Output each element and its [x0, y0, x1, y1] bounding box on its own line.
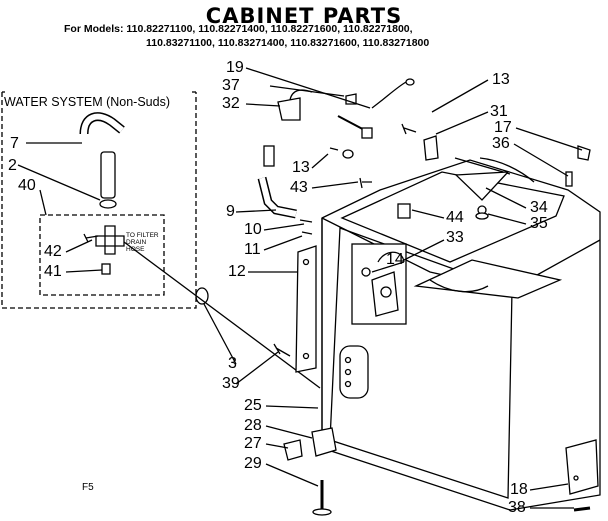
callout-29: 29 [244, 455, 262, 472]
callout-10: 10 [244, 221, 262, 238]
timer-block [371, 271, 399, 317]
switch-bracket [277, 97, 301, 121]
water-system-inset-frame [1, 92, 197, 309]
callout-37: 37 [222, 77, 240, 94]
callout-35: 35 [530, 215, 548, 232]
callout-18: 18 [510, 481, 528, 498]
suspension-bracket [454, 171, 510, 201]
callout-41: 41 [44, 263, 62, 280]
callout-2: 2 [8, 157, 17, 174]
callout-13-mid: 13 [292, 159, 310, 176]
callout-28: 28 [244, 417, 262, 434]
callout-9: 9 [226, 203, 235, 220]
side-bracket [295, 245, 317, 373]
valve-tee [95, 225, 125, 255]
diagram-title: CABINET PARTS [205, 4, 403, 28]
callout-33: 33 [446, 229, 464, 246]
inset-note: TO FILTER DRAIN HOSE [126, 232, 159, 253]
callout-44: 44 [446, 209, 464, 226]
callout-14: 14 [386, 251, 404, 268]
callout-12: 12 [228, 263, 246, 280]
rear-corner-bracket [565, 439, 599, 495]
cabinet-top-opening [340, 171, 565, 263]
callout-19: 19 [226, 59, 244, 76]
callout-27: 27 [244, 435, 262, 452]
model-list: For Models: 110.82271100, 110.82271400, … [64, 22, 534, 50]
callout-43: 43 [290, 179, 308, 196]
callout-34: 34 [530, 199, 548, 216]
model-list-line-2: 110.83271100, 110.83271400, 110.83271600… [146, 37, 430, 49]
lid-switch [423, 135, 439, 161]
wire-harness [371, 79, 413, 109]
callout-32: 32 [222, 95, 240, 112]
callout-11: 11 [244, 241, 261, 258]
hose-ring [195, 287, 209, 305]
model-list-line-1: For Models: 110.82271100, 110.82271400, … [64, 23, 413, 35]
callout-38: 38 [508, 499, 526, 516]
callout-39: 39 [222, 375, 240, 392]
footer-code: F5 [82, 482, 94, 493]
callout-31: 31 [490, 103, 508, 120]
valve-screw [83, 233, 99, 243]
screw-39 [273, 343, 291, 357]
callout-36: 36 [492, 135, 510, 152]
clip-44 [397, 203, 411, 219]
valve-subgroup-frame [39, 214, 165, 296]
callout-7: 7 [10, 135, 19, 152]
inset-title: WATER SYSTEM (Non-Suds) [4, 95, 170, 109]
valve-plug [101, 263, 111, 275]
bracket-28 [311, 427, 337, 457]
hose-tube [100, 151, 116, 199]
callout-3: 3 [228, 355, 237, 372]
callout-42: 42 [44, 243, 62, 260]
foot-pad [283, 439, 303, 461]
callout-13-top: 13 [492, 71, 510, 88]
callout-17: 17 [494, 119, 512, 136]
callout-40: 40 [18, 177, 36, 194]
callout-25: 25 [244, 397, 262, 414]
hose-clamp [99, 199, 117, 209]
